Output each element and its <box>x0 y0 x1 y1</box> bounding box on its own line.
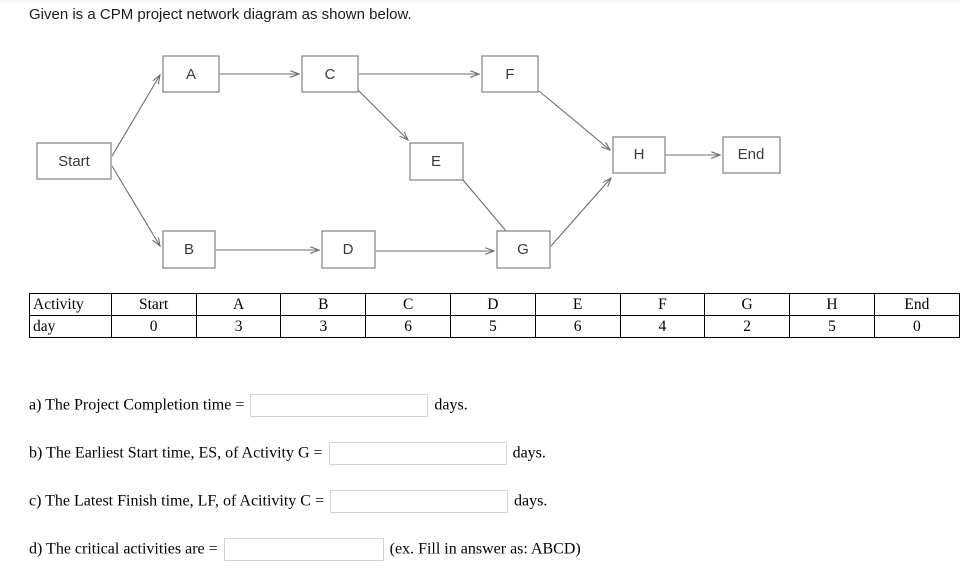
node-start <box>36 142 112 180</box>
node-start-label: Start <box>58 153 91 170</box>
answer-input-project-completion-time[interactable] <box>250 393 429 417</box>
table-day-g: 2 <box>704 315 791 338</box>
question-b: b) The Earliest Start time, ES, of Activ… <box>29 440 546 466</box>
node-d <box>321 230 376 269</box>
table-day-e: 6 <box>534 315 621 338</box>
edge-start-a <box>111 75 160 157</box>
table-col-end: End <box>873 293 960 316</box>
activity-duration-table: Activity Start A B C D E F G H End day 0… <box>29 293 960 338</box>
node-a <box>162 55 220 93</box>
table-day-c: 6 <box>365 315 451 338</box>
node-f <box>481 55 539 93</box>
table-col-g: G <box>704 293 791 316</box>
table-day-d: 5 <box>450 315 536 338</box>
table-row-activity: Activity Start A B C D E F G H End <box>29 293 960 316</box>
node-e-label: E <box>431 153 441 170</box>
question-c-label: c) The Latest Finish time, LF, of Acitiv… <box>29 492 324 510</box>
edge-start-b <box>111 165 160 246</box>
table-col-c: C <box>365 293 451 316</box>
page-title: Given is a CPM project network diagram a… <box>29 6 412 23</box>
question-a-suffix: days. <box>434 396 468 414</box>
answer-input-earliest-start-g[interactable] <box>328 441 507 465</box>
table-col-f: F <box>619 293 706 316</box>
node-f-label: F <box>505 66 514 83</box>
edge-c-e <box>357 89 408 140</box>
node-g-label: G <box>517 241 529 258</box>
answer-input-latest-finish-c[interactable] <box>329 489 508 513</box>
table-rowheader-activity: Activity <box>29 293 112 316</box>
table-row-day: day 0 3 3 6 5 6 4 2 5 0 <box>29 315 960 338</box>
question-c: c) The Latest Finish time, LF, of Acitiv… <box>29 488 547 514</box>
table-col-d: D <box>450 293 536 316</box>
question-d-label: d) The critical activities are = <box>29 540 218 558</box>
node-end <box>722 136 781 174</box>
table-day-f: 4 <box>619 315 706 338</box>
question-a: a) The Project Completion time = days. <box>29 392 468 418</box>
node-h <box>612 136 666 174</box>
node-e <box>409 142 464 181</box>
question-d: d) The critical activities are = (ex. Fil… <box>29 536 581 562</box>
table-col-e: E <box>534 293 621 316</box>
question-d-suffix: (ex. Fill in answer as: ABCD) <box>389 540 581 558</box>
cpm-network-diagram: Start A B C D E F G H End <box>0 34 960 284</box>
table-day-b: 3 <box>280 315 367 338</box>
node-b-label: B <box>184 241 194 258</box>
table-day-a: 3 <box>195 315 282 338</box>
question-c-suffix: days. <box>513 492 548 510</box>
node-d-label: D <box>343 241 354 258</box>
table-col-a: A <box>195 293 282 316</box>
table-col-b: B <box>280 293 367 316</box>
table-day-start: 0 <box>110 315 197 338</box>
question-a-label: a) The Project Completion time = <box>29 396 245 414</box>
answer-input-critical-activities[interactable] <box>223 537 384 561</box>
node-h-label: H <box>634 146 645 163</box>
table-col-h: H <box>789 293 875 316</box>
node-b <box>162 230 216 269</box>
question-b-label: b) The Earliest Start time, ES, of Activ… <box>29 444 323 462</box>
table-rowheader-day: day <box>29 315 112 338</box>
node-c-label: C <box>325 66 336 83</box>
node-end-label: End <box>738 146 765 163</box>
table-day-end: 0 <box>873 315 960 338</box>
table-day-h: 5 <box>789 315 875 338</box>
node-g <box>496 230 551 269</box>
page-top-edge <box>0 0 960 4</box>
question-b-suffix: days. <box>512 444 546 462</box>
node-a-label: A <box>186 66 196 83</box>
node-c <box>301 55 359 93</box>
edge-g-h <box>550 178 611 247</box>
edge-f-h <box>538 90 610 150</box>
table-col-start: Start <box>110 293 197 316</box>
